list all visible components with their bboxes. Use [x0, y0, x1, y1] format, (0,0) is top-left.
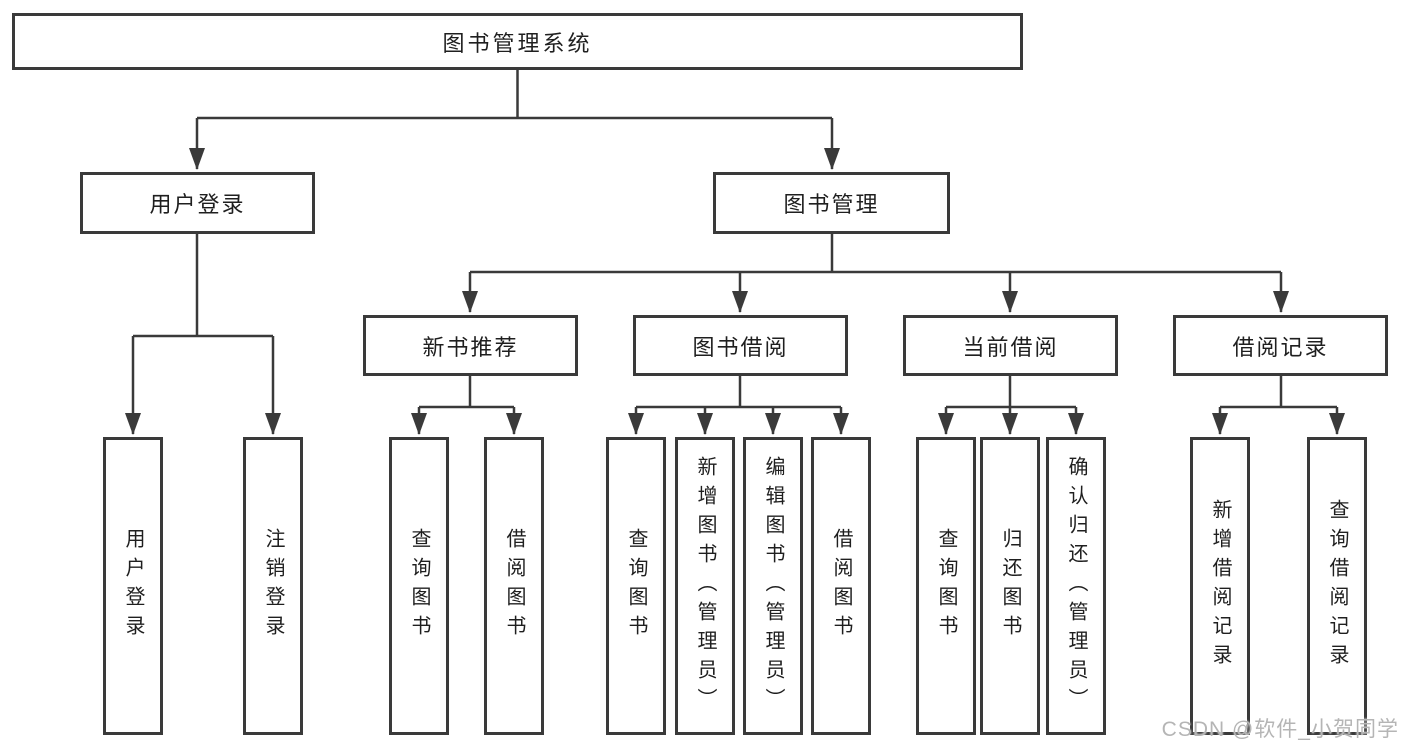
- leaf-current-query-books: 查询图书: [916, 437, 976, 735]
- leaf-recommend-borrow-books: 借阅图书: [484, 437, 544, 735]
- leaf-add-borrow-record: 新增借阅记录: [1190, 437, 1250, 735]
- leaf-add-book-admin: 新增图书（管理员）: [675, 437, 735, 735]
- node-book-borrowing: 图书借阅: [633, 315, 848, 376]
- leaf-recommend-borrow-books-label: 借阅图书: [503, 528, 525, 644]
- leaf-query-borrow-record-label: 查询借阅记录: [1326, 499, 1348, 673]
- node-new-book-recommendation: 新书推荐: [363, 315, 578, 376]
- leaf-recommend-query-books-label: 查询图书: [408, 528, 430, 644]
- leaf-edit-book-admin-label: 编辑图书（管理员）: [762, 455, 784, 717]
- leaf-current-query-books-label: 查询图书: [935, 528, 957, 644]
- leaf-borrow-borrow-books-label: 借阅图书: [830, 528, 852, 644]
- leaf-logout-login: 注销登录: [243, 437, 303, 735]
- leaf-return-books: 归还图书: [980, 437, 1040, 735]
- leaf-borrow-borrow-books: 借阅图书: [811, 437, 871, 735]
- csdn-watermark: CSDN @软件_小贺同学: [1161, 718, 1399, 741]
- leaf-logout-login-label: 注销登录: [262, 528, 284, 644]
- leaf-user-login-label: 用户登录: [122, 528, 144, 644]
- node-current-borrowing: 当前借阅: [903, 315, 1118, 376]
- leaf-user-login: 用户登录: [103, 437, 163, 735]
- leaf-add-borrow-record-label: 新增借阅记录: [1209, 499, 1231, 673]
- leaf-confirm-return-admin-label: 确认归还（管理员）: [1065, 455, 1087, 717]
- node-library-management-system: 图书管理系统: [12, 13, 1023, 70]
- leaf-borrow-query-books-label: 查询图书: [625, 528, 647, 644]
- leaf-add-book-admin-label: 新增图书（管理员）: [694, 455, 716, 717]
- leaf-query-borrow-record: 查询借阅记录: [1307, 437, 1367, 735]
- leaf-return-books-label: 归还图书: [999, 528, 1021, 644]
- node-book-management: 图书管理: [713, 172, 950, 234]
- leaf-recommend-query-books: 查询图书: [389, 437, 449, 735]
- leaf-borrow-query-books: 查询图书: [606, 437, 666, 735]
- node-borrowing-records: 借阅记录: [1173, 315, 1388, 376]
- leaf-confirm-return-admin: 确认归还（管理员）: [1046, 437, 1106, 735]
- leaf-edit-book-admin: 编辑图书（管理员）: [743, 437, 803, 735]
- node-user-login: 用户登录: [80, 172, 315, 234]
